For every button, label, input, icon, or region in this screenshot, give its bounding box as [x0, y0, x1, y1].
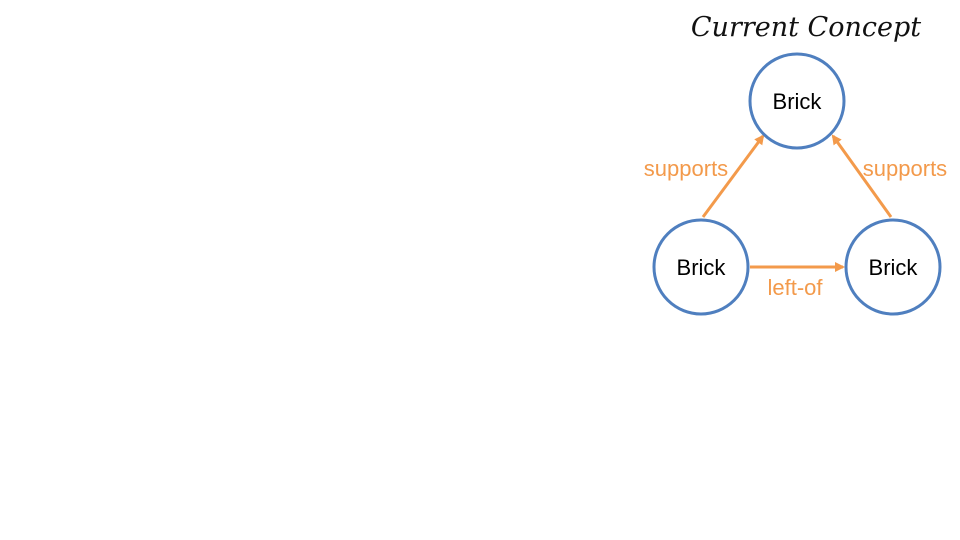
- node-label: Brick: [869, 255, 919, 280]
- node-circle: [844, 218, 942, 316]
- edge-label-supports: supports: [863, 156, 947, 181]
- node-label: Brick: [773, 89, 823, 114]
- node-right-brick: Brick: [844, 218, 942, 316]
- node-label: Brick: [677, 255, 727, 280]
- edge-label-left-of: left-of: [767, 275, 823, 300]
- node-top-brick: Brick: [748, 52, 846, 150]
- node-left-brick: Brick: [652, 218, 750, 316]
- node-circle: [748, 52, 846, 150]
- edge-arrow: [701, 134, 765, 218]
- edge-label-supports: supports: [644, 156, 728, 181]
- edge-right-supports-top: supports: [831, 134, 947, 218]
- edge-arrow: [831, 134, 893, 218]
- diagram-title: Current Concept: [691, 12, 921, 43]
- node-circle: [652, 218, 750, 316]
- edge-left-supports-top: supports: [644, 134, 765, 218]
- edge-left-of-right: left-of: [750, 262, 845, 300]
